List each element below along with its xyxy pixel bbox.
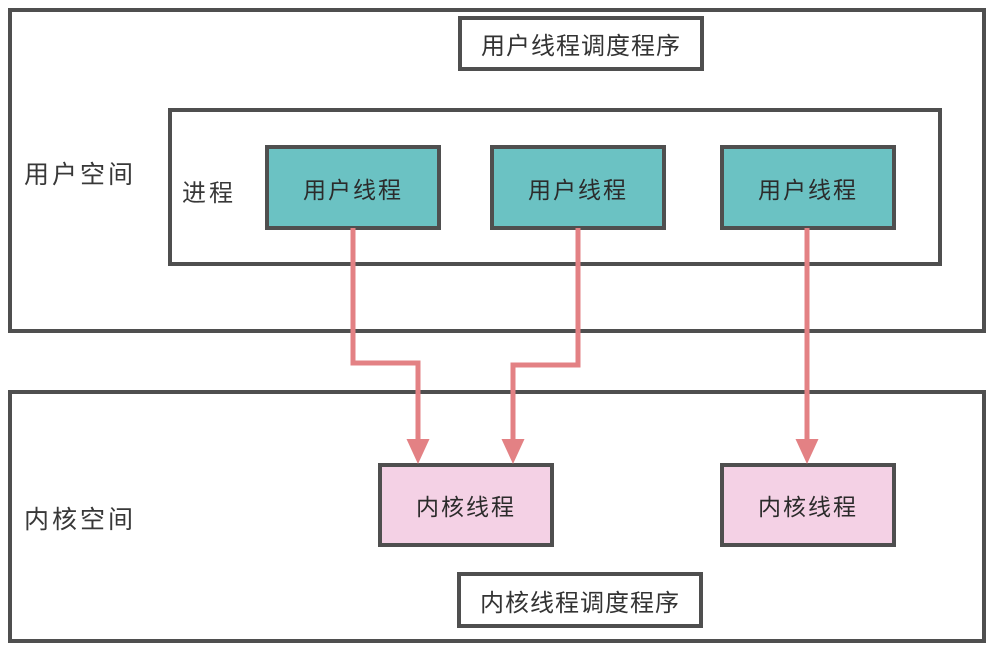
kernel-thread-label-2: 内核线程 [758, 494, 858, 520]
kernel-thread-scheduler-label: 内核线程调度程序 [480, 589, 680, 617]
user-thread-label-1: 用户线程 [303, 176, 403, 203]
kernel-thread-node-1: 内核线程 [378, 463, 554, 547]
kernel-thread-node-2: 内核线程 [720, 463, 896, 547]
user-thread-scheduler-box: 用户线程调度程序 [458, 16, 704, 71]
user-thread-label-3: 用户线程 [758, 176, 858, 203]
kernel-space-label: 内核空间 [24, 506, 137, 534]
kernel-thread-label-1: 内核线程 [416, 494, 516, 520]
user-space-label: 用户空间 [24, 161, 137, 189]
user-thread-scheduler-label: 用户线程调度程序 [481, 33, 681, 60]
user-thread-node-3: 用户线程 [720, 145, 896, 230]
kernel-thread-scheduler-box: 内核线程调度程序 [457, 572, 703, 628]
user-thread-node-2: 用户线程 [490, 145, 666, 230]
process-label: 进程 [182, 180, 236, 207]
user-thread-node-1: 用户线程 [265, 145, 441, 230]
user-thread-label-2: 用户线程 [528, 176, 628, 203]
